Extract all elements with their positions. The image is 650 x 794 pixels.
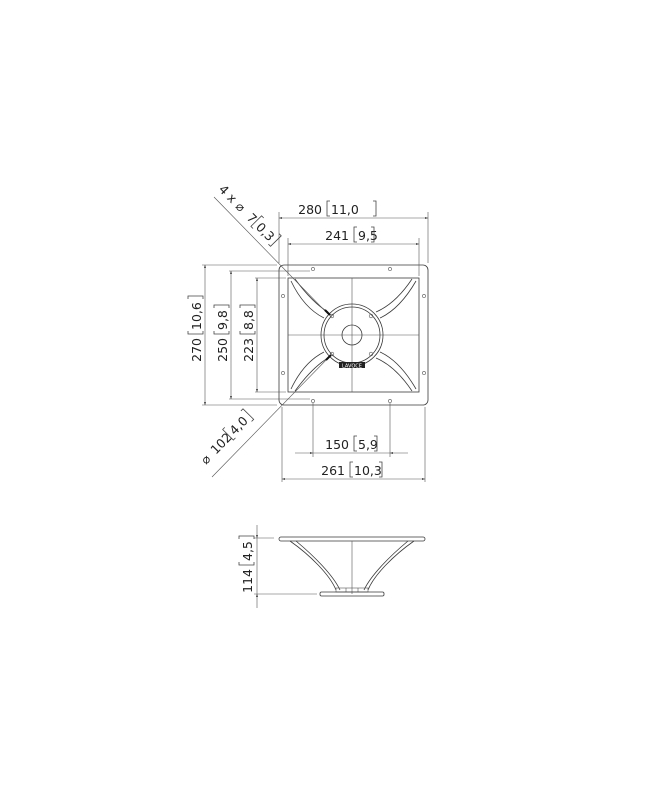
dim-value-in: 9,8: [215, 310, 230, 330]
horn-flange-outline: [278, 264, 429, 406]
dim-value-mm: 250: [215, 338, 230, 362]
dim-depth: 114 4,5: [238, 535, 255, 593]
dim-throat-diameter: ⌀ 102 4,0: [197, 408, 255, 467]
dim-value-in: 8,8: [241, 310, 256, 330]
diameter-symbol-icon: ⌀: [197, 451, 213, 467]
brand-logo-text: LAVOCE: [342, 363, 362, 369]
dim-value-mm: 223: [241, 338, 256, 362]
dim-hole-height: 250 9,8: [213, 304, 230, 362]
dim-value-mm: 7: [244, 210, 260, 226]
side-view: [254, 525, 426, 608]
side-driver-flange: [319, 591, 385, 597]
dim-value-mm: 150: [325, 437, 349, 452]
dim-value-in: 11,0: [331, 202, 359, 217]
dim-value-in: 10,6: [189, 302, 204, 330]
mounting-holes: [281, 267, 426, 403]
dim-inner-height: 223 8,8: [239, 304, 256, 362]
dim-mounting-holes: 4 x ⌀ 7 0,3: [216, 182, 282, 247]
dim-value-in: 4,5: [240, 541, 255, 561]
dim-overall-height: 270 10,6: [187, 295, 204, 362]
dim-value-in: 10,3: [354, 463, 382, 478]
throat-opening: [341, 324, 363, 346]
dim-value-mm: 280: [298, 202, 322, 217]
dim-value-mm: 261: [321, 463, 345, 478]
dim-hole-width: 261 10,3: [321, 461, 383, 478]
diameter-symbol-icon: ⌀: [233, 199, 249, 215]
brand-logo: [339, 362, 365, 368]
dim-value-in: 0,3: [253, 219, 278, 244]
dim-hole-spacing: 150 5,9: [325, 435, 378, 452]
top-view: LAVOCE: [202, 196, 429, 482]
dim-value-in: 4,0: [226, 413, 251, 438]
dim-overall-width: 280 11,0: [298, 200, 377, 217]
dim-value-in: 5,9: [358, 437, 378, 452]
side-flange: [278, 536, 426, 542]
dim-inner-width: 241 9,5: [325, 226, 378, 243]
dim-value-in: 9,5: [358, 228, 378, 243]
dim-value-mm: 241: [325, 228, 349, 243]
dim-value-mm: 114: [240, 569, 255, 593]
dim-value-mm: 270: [189, 338, 204, 362]
dim-value-mm: 102: [207, 430, 234, 458]
